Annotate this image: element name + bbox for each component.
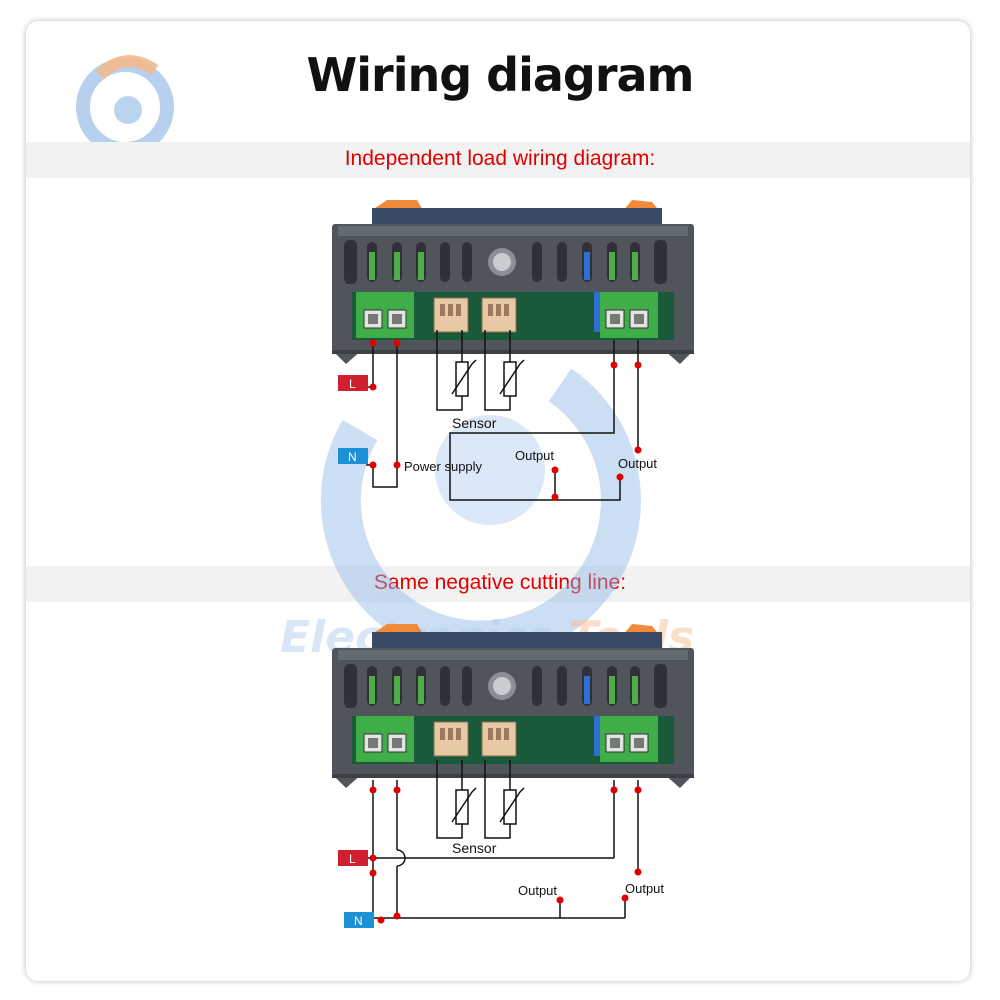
section-band-2 [26, 566, 970, 602]
neutral-tag [344, 912, 374, 928]
live-tag-label: L [349, 852, 356, 866]
live-tag-label: L [349, 377, 356, 391]
wires-section-1 [366, 330, 639, 501]
controller-device-1 [331, 199, 695, 365]
section-heading-1: Independent load wiring diagram: [344, 147, 656, 170]
neutral-tag-label: N [354, 914, 363, 928]
thermistor-icon [451, 359, 477, 397]
live-tag [338, 375, 368, 391]
output-label-right: Output [618, 456, 657, 471]
wire-terminal-dots-2 [369, 786, 642, 924]
live-tag [338, 850, 368, 866]
diagram-card [26, 21, 970, 981]
section-band-1 [26, 142, 970, 178]
wires-section-2 [366, 760, 639, 921]
section-heading-2: Same negative cutting line: [373, 571, 627, 594]
thermistor-icon [451, 787, 477, 825]
thermistor-icon [499, 359, 525, 397]
sensor-label: Sensor [452, 840, 497, 856]
output-label-left: Output [518, 883, 557, 898]
sensor-label: Sensor [452, 415, 497, 431]
output-label-right: Output [625, 881, 664, 896]
output-label-left: Output [515, 448, 554, 463]
controller-device-2 [331, 623, 695, 789]
neutral-tag [338, 448, 368, 464]
power-supply-label: Power supply [404, 459, 483, 474]
neutral-tag-label: N [348, 450, 357, 464]
wire-terminal-dots-1 [369, 339, 642, 501]
page-title: Wiring diagram [306, 48, 695, 102]
thermistor-icon [499, 787, 525, 825]
